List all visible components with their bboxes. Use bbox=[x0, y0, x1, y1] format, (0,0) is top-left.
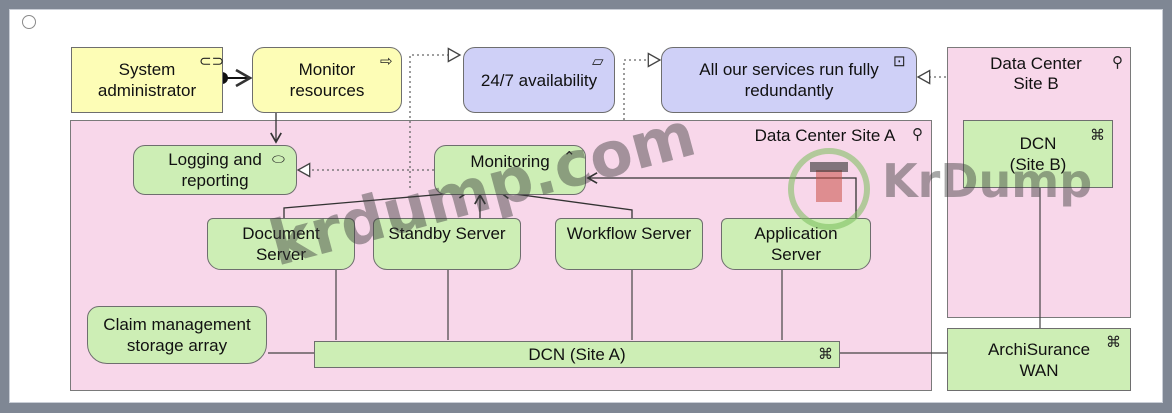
select-radio[interactable] bbox=[22, 15, 36, 29]
service-icon: ⬭ bbox=[272, 151, 285, 168]
system-administrator-role[interactable]: System administrator bbox=[71, 47, 223, 113]
archisurance-wan-label: ArchiSurance WAN bbox=[987, 339, 1091, 380]
redundant-requirement[interactable]: All our services run fully redundantly bbox=[661, 47, 917, 113]
network-icon: ⌘ bbox=[1106, 334, 1121, 351]
archisurance-wan-network[interactable]: ArchiSurance WAN bbox=[947, 328, 1131, 391]
standby-server-node[interactable]: Standby Server bbox=[373, 218, 521, 270]
system-administrator-label: System administrator bbox=[97, 60, 197, 100]
application-server-label: Application Server bbox=[754, 224, 838, 264]
requirement-icon: ▱ bbox=[592, 53, 604, 70]
workflow-server-node[interactable]: Workflow Server bbox=[555, 218, 703, 270]
application-server-node[interactable]: Application Server bbox=[721, 218, 871, 270]
redundant-label: All our services run fully redundantly bbox=[699, 60, 879, 100]
network-icon: ⌘ bbox=[1090, 127, 1105, 144]
dcn-site-a-label: DCN (Site A) bbox=[528, 345, 626, 364]
claim-storage-label: Claim management storage array bbox=[103, 315, 251, 355]
location-pin-icon: ⚲ bbox=[912, 126, 923, 143]
monitor-resources-label: Monitor resources bbox=[289, 60, 365, 100]
data-center-site-a-label: Data Center Site A bbox=[754, 126, 896, 145]
dcn-site-b-label: DCN (Site B) bbox=[1009, 134, 1067, 174]
dcn-site-b-network[interactable]: DCN (Site B) bbox=[963, 120, 1113, 188]
availability-requirement[interactable]: 24/7 availability bbox=[463, 47, 615, 113]
location-pin-icon: ⚲ bbox=[1112, 54, 1123, 71]
function-icon: ⌃ bbox=[563, 149, 576, 166]
logging-reporting-label: Logging and reporting bbox=[168, 150, 262, 190]
availability-label: 24/7 availability bbox=[480, 70, 598, 90]
role-icon: ⊂⊃ bbox=[199, 53, 225, 70]
arrow-right-icon: ⇨ bbox=[380, 53, 393, 70]
data-center-site-b-label: Data Center Site B bbox=[990, 54, 1082, 93]
logging-reporting-service[interactable]: Logging and reporting bbox=[133, 145, 297, 195]
network-icon: ⌘ bbox=[818, 346, 833, 363]
constraint-icon: ⊡ bbox=[893, 53, 906, 70]
dcn-site-a-network[interactable]: DCN (Site A) bbox=[314, 341, 840, 368]
document-server-label: Document Server bbox=[242, 224, 320, 264]
monitoring-function[interactable]: Monitoring bbox=[434, 145, 586, 195]
monitor-resources-function[interactable]: Monitor resources bbox=[252, 47, 402, 113]
monitoring-label: Monitoring bbox=[470, 152, 550, 171]
claim-storage-device[interactable]: Claim management storage array bbox=[87, 306, 267, 364]
standby-server-label: Standby Server bbox=[388, 224, 506, 243]
document-server-node[interactable]: Document Server bbox=[207, 218, 355, 270]
workflow-server-label: Workflow Server bbox=[566, 224, 692, 243]
krdump-logo-icon bbox=[788, 148, 870, 230]
